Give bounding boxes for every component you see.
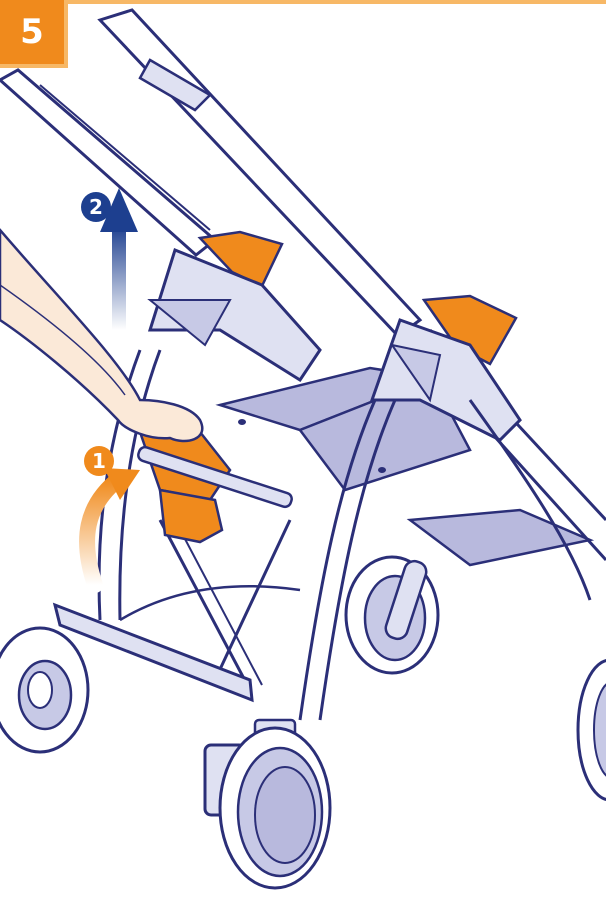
fold-mechanism (137, 432, 293, 542)
curved-arrow-icon (87, 468, 140, 585)
step-number-badge: 5 (0, 0, 64, 64)
left-side-frame (99, 250, 320, 620)
callout-1-badge: 1 (84, 446, 114, 476)
badge-rule-vertical (64, 0, 68, 68)
front-left-wheel (205, 720, 330, 888)
rear-left-wheel (0, 628, 88, 752)
badge-rule-horizontal (0, 64, 68, 68)
header-rule (64, 0, 606, 4)
front-right-wheel (346, 557, 438, 673)
handle-bars (0, 10, 606, 560)
rear-right-wheel (578, 660, 606, 800)
callout-2-badge: 2 (81, 192, 111, 222)
